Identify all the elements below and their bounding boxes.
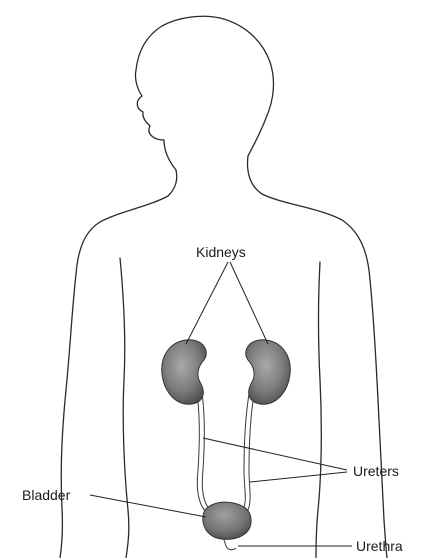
bladder-leader: [90, 495, 206, 517]
right-torso-outline: [316, 262, 321, 558]
ureters-tubes: [196, 386, 255, 514]
ureters-leader-lower: [250, 472, 347, 482]
head-outline: [135, 16, 273, 170]
bladder-label: Bladder: [22, 487, 71, 503]
kidney-left: [162, 340, 207, 404]
bladder-organ: [203, 502, 251, 550]
ureters-leader-upper: [203, 438, 347, 470]
urethra-label: Urethra: [356, 538, 403, 554]
kidneys-leader-right: [230, 262, 268, 344]
left-torso-outline: [120, 258, 129, 558]
body-outline: [60, 16, 387, 558]
kidneys-label: Kidneys: [196, 244, 246, 260]
kidneys-leader-left: [186, 262, 228, 344]
left-side-outline: [60, 170, 177, 558]
ureters-label: Ureters: [353, 463, 399, 479]
kidney-right: [246, 340, 291, 404]
